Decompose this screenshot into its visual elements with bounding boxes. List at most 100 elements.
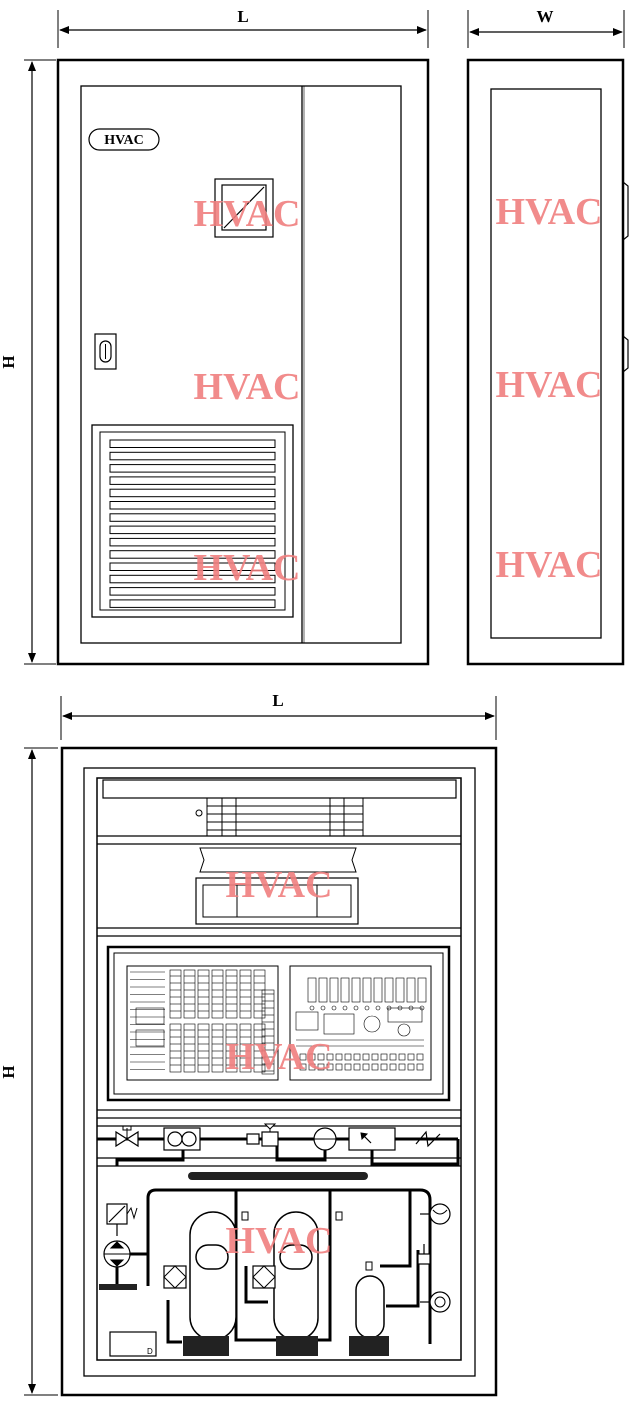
base-rail-left: [99, 1284, 137, 1290]
pcb-pin: [342, 1005, 348, 1011]
side-width-dimension: W: [467, 7, 625, 48]
watermark-side-3: HVAC: [496, 544, 603, 586]
terminal-block: [183, 1023, 196, 1073]
pcb-connector: [407, 1063, 415, 1071]
grille-louver: [109, 574, 276, 584]
pcb-relay: [307, 977, 317, 1003]
pcb-connector: [344, 1053, 352, 1061]
watermark-internal-2: HVAC: [226, 1036, 333, 1078]
grille-louver: [109, 439, 276, 448]
front-length-dimension: L: [57, 7, 429, 48]
terminal-block: [197, 1023, 210, 1073]
side-view: [466, 58, 629, 666]
terminal-block-board: [126, 965, 279, 1081]
pcb-pin: [309, 1005, 315, 1011]
grille-louver: [109, 451, 276, 461]
terminal-block: [169, 1023, 182, 1073]
terminal-box: [109, 1331, 157, 1357]
terminal-block: [239, 1023, 252, 1073]
grille-louver: [109, 562, 276, 571]
check-valve-icon: [415, 1130, 441, 1148]
pcb-relay: [329, 977, 339, 1003]
terminal-block: [211, 1023, 224, 1073]
pcb-relay: [318, 977, 328, 1003]
relay-block: [135, 1007, 165, 1025]
pcb-chip: [295, 1011, 319, 1031]
expansion-valve-icon: [115, 1125, 139, 1148]
compressor-section: D: [99, 1188, 451, 1357]
pcb-relay: [406, 977, 416, 1003]
fuse-strip: [261, 989, 275, 1075]
terminal-box-label: D: [147, 1347, 153, 1356]
pcb-connector: [299, 1063, 307, 1071]
pcb-pin: [364, 1005, 370, 1011]
terminal-block: [225, 969, 238, 1019]
internal-length-label: L: [272, 691, 283, 710]
grille-louver: [109, 501, 276, 510]
controller-circuit-board: [289, 965, 432, 1081]
expansion-valve-thermal-icon: [106, 1203, 138, 1236]
compressor-2: [252, 1211, 319, 1356]
pcb-relay: [395, 977, 405, 1003]
terminal-block: [225, 1023, 238, 1073]
pcb-connector: [299, 1053, 307, 1061]
pcb-relay: [362, 977, 372, 1003]
refrigerant-line-section: [97, 1123, 461, 1167]
watermark-layer: HVAC HVAC HVAC HVAC HVAC HVAC HVAC HVAC …: [194, 191, 603, 1262]
pcb-connector: [362, 1063, 370, 1071]
compressor-1: [163, 1211, 237, 1356]
pcb-connector: [353, 1053, 361, 1061]
grille-louver: [109, 525, 276, 535]
pcb-connector: [335, 1063, 343, 1071]
pcb-connector: [353, 1063, 361, 1071]
front-height-label: H: [0, 355, 18, 368]
internal-length-dimension: L: [60, 691, 497, 740]
service-port-icons: [241, 1211, 373, 1271]
pcb-connector: [308, 1063, 316, 1071]
pcb-connector: [371, 1063, 379, 1071]
top-right-gauge-icon: [420, 1203, 451, 1225]
pcb-relay: [417, 977, 427, 1003]
electrical-panel: [97, 945, 461, 1119]
pcb-connector: [308, 1053, 316, 1061]
grille-louver: [109, 550, 276, 559]
pcb-relay: [384, 977, 394, 1003]
top-filter-section: [97, 779, 461, 845]
grille-louver: [109, 587, 276, 596]
terminal-block: [253, 1023, 266, 1073]
pcb-pin: [375, 1005, 381, 1011]
pcb-relay: [373, 977, 383, 1003]
watermark-front-2: HVAC: [194, 366, 301, 408]
front-view: HVAC: [56, 58, 430, 666]
pcb-connector: [335, 1053, 343, 1061]
return-air-grille: [91, 424, 294, 618]
watermark-side-1: HVAC: [496, 191, 603, 233]
terminal-block: [197, 969, 210, 1019]
watermark-front-3: HVAC: [194, 547, 301, 589]
internal-height-dimension: H: [0, 747, 58, 1396]
blower-section: [97, 847, 461, 937]
grille-louver: [109, 599, 276, 608]
bottom-right-gauge-icon: [420, 1291, 451, 1313]
pcb-connector: [362, 1053, 370, 1061]
pcb-chip: [387, 1007, 423, 1023]
evaporator-pump-icon: [103, 1240, 148, 1286]
terminal-block: [211, 969, 224, 1019]
solenoid-valve-icon: [246, 1123, 279, 1147]
pcb-pin: [320, 1005, 326, 1011]
pcb-relay: [351, 977, 361, 1003]
grille-louver: [109, 476, 276, 485]
high-pressure-valve-icon: [417, 1244, 431, 1265]
terminal-block: [169, 969, 182, 1019]
watermark-internal-1: HVAC: [226, 864, 333, 906]
pcb-capacitor: [397, 1023, 411, 1037]
svg-text:HVAC: HVAC: [104, 133, 143, 148]
pcb-connector: [380, 1053, 388, 1061]
pcb-pin: [353, 1005, 359, 1011]
internal-view: D: [60, 746, 498, 1397]
pcb-connector: [398, 1053, 406, 1061]
pcb-connector: [371, 1053, 379, 1061]
control-display-icon: [214, 178, 274, 238]
pcb-capacitor: [363, 1015, 381, 1033]
pcb-connector: [389, 1053, 397, 1061]
